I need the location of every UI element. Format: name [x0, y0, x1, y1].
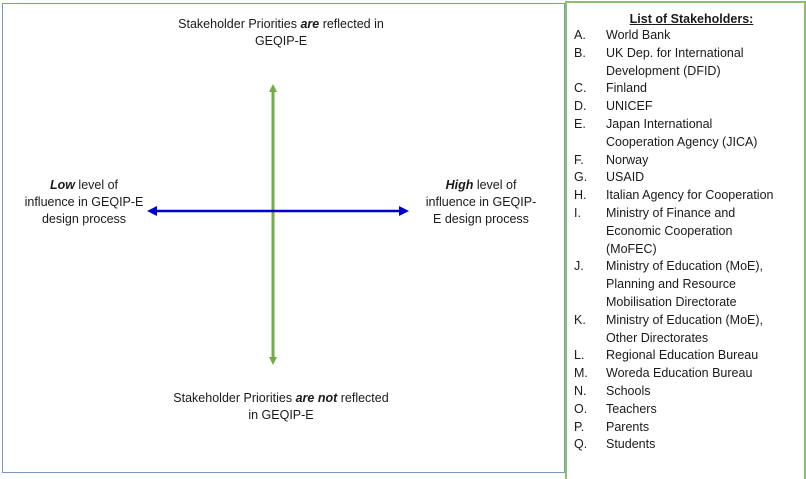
list-item-line: Woreda Education Bureau — [606, 366, 753, 381]
list-item-line: Students — [606, 437, 656, 452]
list-item-line: Italian Agency for Cooperation — [606, 188, 774, 203]
list-item-line: Parents — [606, 419, 650, 434]
left-axis-label: Low level of influence in GEQIP-E design… — [24, 178, 144, 226]
list-item: G. USAID — [567, 169, 804, 187]
list-item-letter: J. — [574, 259, 584, 274]
list-item-text: Finland — [606, 80, 804, 98]
list-item-line: Finland — [606, 81, 647, 96]
list-item: C. Finland — [567, 80, 804, 98]
list-item-line: World Bank — [606, 28, 671, 42]
list-item-line: (MoFEC) — [606, 241, 657, 256]
list-item: Q. Students — [567, 436, 804, 454]
list-item-line: UNICEF — [606, 99, 653, 114]
list-item-letter: O. — [574, 401, 588, 416]
list-item-letter: I. — [574, 205, 581, 220]
list-item-line: Mobilisation Directorate — [606, 294, 737, 309]
quadrant-axes — [147, 84, 409, 365]
list-item-text: Teachers — [606, 401, 804, 419]
right-axis-label: High level of influence in GEQIP- E desi… — [425, 178, 537, 226]
list-item-line: UK Dep. for International — [606, 45, 744, 60]
list-item-line: Ministry of Education (MoE), — [606, 312, 763, 327]
list-item-text: Schools — [606, 383, 804, 401]
list-item-line: Japan International — [606, 116, 713, 131]
list-item-text: Ministry of Education (MoE), Planning and… — [606, 258, 804, 311]
list-item-line: Economic Cooperation — [606, 223, 733, 238]
list-item: N. Schools — [567, 383, 804, 401]
quadrant-diagram — [2, 3, 565, 473]
list-item: F. Norway — [567, 152, 804, 170]
list-item-letter: K. — [574, 312, 586, 327]
list-item-line: Development (DFID) — [606, 63, 721, 78]
list-item-letter: N. — [574, 383, 587, 398]
list-item-letter: F. — [574, 152, 584, 167]
stakeholder-list-title: List of Stakeholders: — [629, 12, 754, 26]
list-item-text: Italian Agency for Cooperation — [606, 187, 804, 205]
list-item-text: USAID — [606, 169, 804, 187]
list-item: M. Woreda Education Bureau — [567, 365, 804, 383]
list-item-line: Regional Education Bureau — [606, 348, 759, 363]
list-item-line: Norway — [606, 152, 649, 167]
list-item-line: Teachers — [606, 401, 657, 416]
list-item-letter: A. — [574, 28, 586, 42]
list-item-letter: D. — [574, 99, 587, 114]
list-item: J. Ministry of Education (MoE), Planning a… — [567, 258, 804, 311]
list-item-text: Parents — [606, 419, 804, 437]
list-item-text: UNICEF — [606, 98, 804, 116]
list-item-text: Woreda Education Bureau — [606, 365, 804, 383]
list-item-line: Other Directorates — [606, 330, 709, 345]
list-item: H. Italian Agency for Cooperation — [567, 187, 804, 205]
list-item-letter: C. — [574, 81, 587, 96]
top-quadrant-label: Stakeholder Priorities are reflected in … — [178, 17, 384, 48]
list-item-letter: B. — [574, 45, 586, 60]
list-item-line: Ministry of Education (MoE), — [606, 259, 763, 274]
list-item-line: Cooperation Agency (JICA) — [606, 134, 758, 149]
list-item: D. UNICEF — [567, 98, 804, 116]
list-item: P. Parents — [567, 419, 804, 437]
list-item-line: Schools — [606, 383, 651, 398]
list-item: A. World Bank — [567, 27, 804, 45]
list-item-letter: M. — [574, 366, 588, 381]
list-item-letter: P. — [574, 419, 585, 434]
list-item-letter: G. — [574, 170, 588, 185]
list-item-line: USAID — [606, 170, 645, 185]
list-item-text: Students — [606, 436, 804, 454]
list-item-letter: H. — [574, 188, 587, 203]
list-item-letter: Q. — [574, 437, 588, 452]
list-item: K. Ministry of Education (MoE), Other Dire… — [567, 312, 804, 348]
list-item-text: World Bank — [606, 27, 804, 45]
list-item-text: Norway — [606, 152, 804, 170]
list-item-text: Ministry of Education (MoE), Other Direct… — [606, 312, 804, 348]
list-item: O. Teachers — [567, 401, 804, 419]
bottom-quadrant-label: Stakeholder Priorities are not reflected… — [173, 391, 389, 422]
list-item-line: Planning and Resource — [606, 277, 736, 292]
list-item: L. Regional Education Bureau — [567, 347, 804, 365]
list-item-line: Ministry of Finance and — [606, 205, 736, 220]
list-item-text: Regional Education Bureau — [606, 347, 804, 365]
list-item-letter: L. — [574, 348, 585, 363]
list-item-letter: E. — [574, 116, 586, 131]
